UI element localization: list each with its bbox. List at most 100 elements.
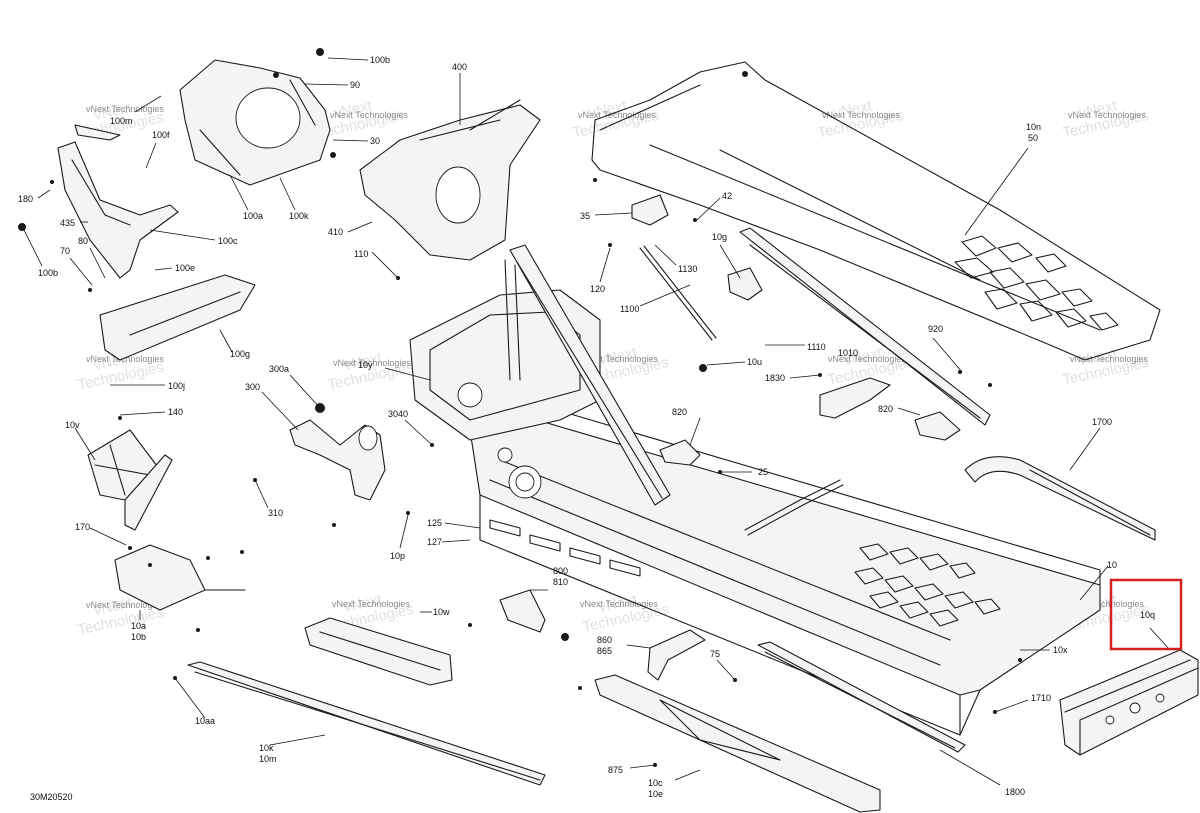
callout-100b-top: 100b	[370, 55, 390, 65]
callout-10g: 10g	[712, 232, 727, 242]
callout-400: 400	[452, 62, 467, 72]
bracket-100g	[99, 274, 256, 361]
bracket-820-right	[914, 411, 961, 441]
callout-25: 25	[758, 467, 768, 477]
callout-35: 35	[580, 211, 590, 221]
callout-10v: 10v	[65, 420, 80, 430]
callout-1700: 1700	[1092, 417, 1112, 427]
callout-1100: 1100	[620, 304, 639, 314]
callout-50: 50	[1028, 133, 1038, 143]
bracket-10v	[87, 429, 173, 531]
callout-410: 410	[328, 227, 343, 237]
callout-10e: 10e	[648, 789, 663, 799]
bracket-820-center	[659, 439, 701, 466]
main-tunnel-frame	[469, 404, 1101, 736]
callout-810: 810	[553, 577, 568, 587]
callout-100k: 100k	[289, 211, 309, 221]
callout-820-right: 820	[878, 404, 893, 414]
callout-920: 920	[928, 324, 943, 334]
callout-100g: 100g	[230, 349, 250, 359]
bracket-1830	[819, 377, 891, 419]
callout-125: 125	[427, 518, 442, 528]
callout-10a: 10a	[131, 621, 146, 631]
callout-80: 80	[78, 236, 88, 246]
watermark-small: vNext Technologies	[578, 110, 656, 120]
callout-180: 180	[18, 194, 33, 204]
watermark-small: vNext Technologies	[822, 110, 900, 120]
front-bulkhead	[409, 289, 601, 441]
leader-lines	[23, 57, 1171, 786]
callout-100a: 100a	[243, 211, 263, 221]
front-frame-100a	[179, 59, 331, 186]
left-running-board-10k	[187, 661, 546, 786]
cross-tube	[744, 479, 844, 536]
lower-rail-10c	[594, 674, 881, 813]
callout-10x: 10x	[1053, 645, 1068, 655]
watermark-small: vNext Technologies	[330, 110, 408, 120]
watermark-small: vNext Technologies	[333, 358, 411, 368]
callout-10y: 10y	[358, 360, 373, 370]
watermark-small: vNext Technologies	[580, 599, 658, 609]
bracket-300	[289, 419, 386, 501]
callout-1710: 1710	[1031, 693, 1051, 703]
callout-42: 42	[722, 191, 732, 201]
callout-30: 30	[370, 136, 380, 146]
engine-cradle-400	[359, 99, 541, 261]
callout-1800: 1800	[1005, 787, 1025, 797]
watermark-small: vNext Technologies	[1070, 354, 1148, 364]
side-rail-1010	[739, 227, 991, 426]
callout-300: 300	[245, 382, 260, 392]
callout-100c: 100c	[218, 236, 238, 246]
bracket-170	[114, 544, 246, 611]
callout-170: 170	[75, 522, 90, 532]
bracket-10g	[727, 267, 763, 301]
callout-120: 120	[590, 284, 605, 294]
side-frame-100c	[57, 124, 179, 279]
diagonal-strut	[504, 244, 671, 506]
watermark-small: vNext Technologies	[580, 354, 658, 364]
callout-875: 875	[608, 765, 623, 775]
gas-strut-1100	[639, 245, 717, 341]
callout-10q: 10q	[1140, 610, 1155, 620]
watermark-small: vNext Technologies	[828, 354, 906, 364]
watermark-small: vNext Technologies	[1068, 110, 1146, 120]
watermark-small: vNext Technologies	[86, 600, 164, 610]
callout-10w: 10w	[433, 607, 450, 617]
bracket-10w	[304, 617, 453, 686]
callout-435: 435	[60, 218, 75, 228]
callout-127: 127	[427, 537, 442, 547]
bracket-35	[631, 194, 669, 226]
watermark-small: vNext Technologies	[86, 104, 164, 114]
watermark-small: vNext Technologies	[1066, 599, 1144, 609]
callout-1010: 1010	[838, 348, 858, 358]
plate-800	[499, 589, 546, 633]
callout-820-center: 820	[672, 407, 687, 417]
callout-865: 865	[597, 646, 612, 656]
callout-100e: 100e	[175, 263, 195, 273]
callout-100j: 100j	[168, 381, 185, 391]
callout-110: 110	[354, 249, 368, 259]
callout-10u: 10u	[747, 357, 762, 367]
callout-3040: 3040	[388, 409, 408, 419]
callout-140: 140	[168, 407, 183, 417]
running-board-1800	[757, 641, 966, 753]
callout-labels: 100b 90 30 100m 100f 180 435 70 80 100b …	[18, 55, 1155, 799]
callout-100f: 100f	[152, 130, 170, 140]
rear-bumper-1700	[964, 456, 1156, 541]
diagram-code: 30M20520	[30, 792, 73, 802]
callout-90: 90	[350, 80, 360, 90]
rear-crossmember-10q	[1059, 649, 1199, 756]
watermark-small: vNext Technologies	[332, 599, 410, 609]
hardware-fasteners	[18, 48, 1022, 767]
callout-100b-left: 100b	[38, 268, 58, 278]
watermark-small: vNext Technologies	[86, 354, 164, 364]
tunnel-top-panel	[591, 61, 1161, 361]
callout-860: 860	[597, 635, 612, 645]
bracket-860	[647, 629, 706, 681]
callout-10n: 10n	[1026, 122, 1041, 132]
callout-10p: 10p	[390, 551, 405, 561]
callout-1110: 1110	[807, 342, 826, 352]
callout-70: 70	[60, 246, 70, 256]
callout-10m: 10m	[259, 754, 277, 764]
